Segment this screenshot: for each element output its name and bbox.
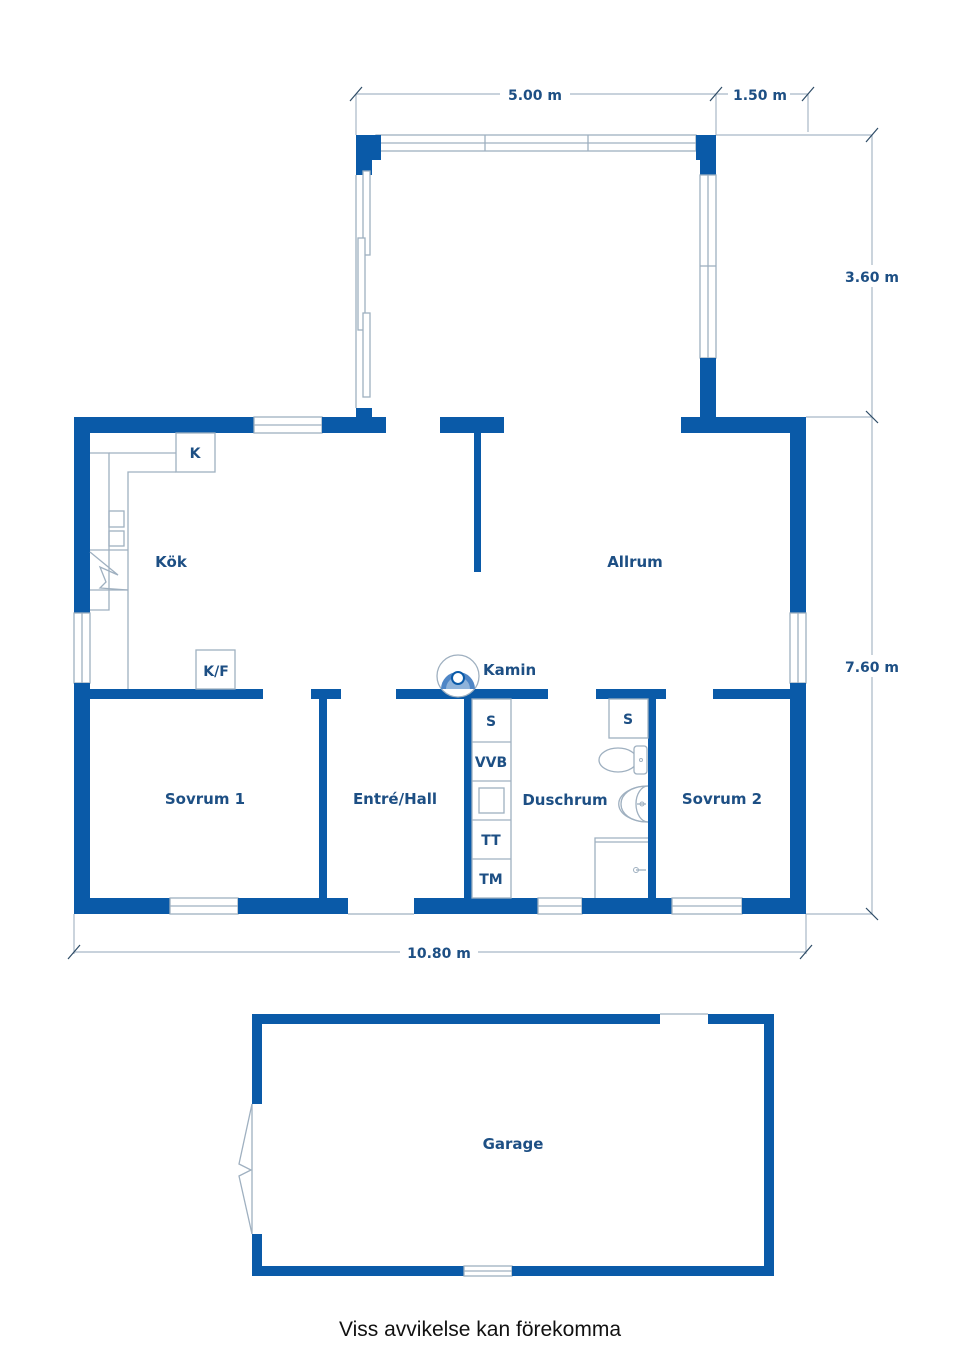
disclaimer-caption: Viss avvikelse kan förekomma <box>338 1318 622 1341</box>
fixture-skap-hall: S <box>486 714 496 730</box>
room-sovrum-1: Sovrum 1 <box>165 790 245 808</box>
dimension-1-5m: 1.50 m <box>733 88 787 104</box>
room-duschrum: Duschrum <box>522 791 607 809</box>
dishwasher-icon <box>89 551 129 591</box>
garage-walls <box>238 1013 774 1277</box>
dimension-3-6m: 3.60 m <box>845 270 899 286</box>
fireplace-icon <box>436 654 480 698</box>
fixture-skap-dusch: S <box>623 712 633 728</box>
dimension-7-6m: 7.60 m <box>845 660 899 676</box>
room-sovrum-2: Sovrum 2 <box>682 790 762 808</box>
fixture-vvb: VVB <box>475 755 507 771</box>
room-entre-hall: Entré/Hall <box>353 790 437 808</box>
house-walls <box>73 416 807 915</box>
utility-column <box>471 698 512 899</box>
fixture-tt: TT <box>481 833 501 849</box>
bathroom-fixtures <box>594 698 649 898</box>
room-allrum: Allrum <box>607 553 663 571</box>
fixture-kyl-frys: K/F <box>203 664 229 680</box>
dimension-10-8m: 10.80 m <box>407 946 471 962</box>
fixture-tm: TM <box>479 872 502 888</box>
fixture-kyl: K <box>190 446 202 462</box>
veranda-walls <box>355 134 717 420</box>
dimension-lines <box>67 86 879 960</box>
room-garage: Garage <box>483 1135 544 1153</box>
kitchen-counter <box>89 432 236 690</box>
garage-door-icon <box>238 1103 253 1235</box>
fixture-kamin: Kamin <box>483 661 536 679</box>
room-kok: Kök <box>155 553 188 571</box>
interior-walls <box>90 689 793 899</box>
toilet-icon <box>598 747 638 773</box>
dimension-5m: 5.00 m <box>508 88 562 104</box>
